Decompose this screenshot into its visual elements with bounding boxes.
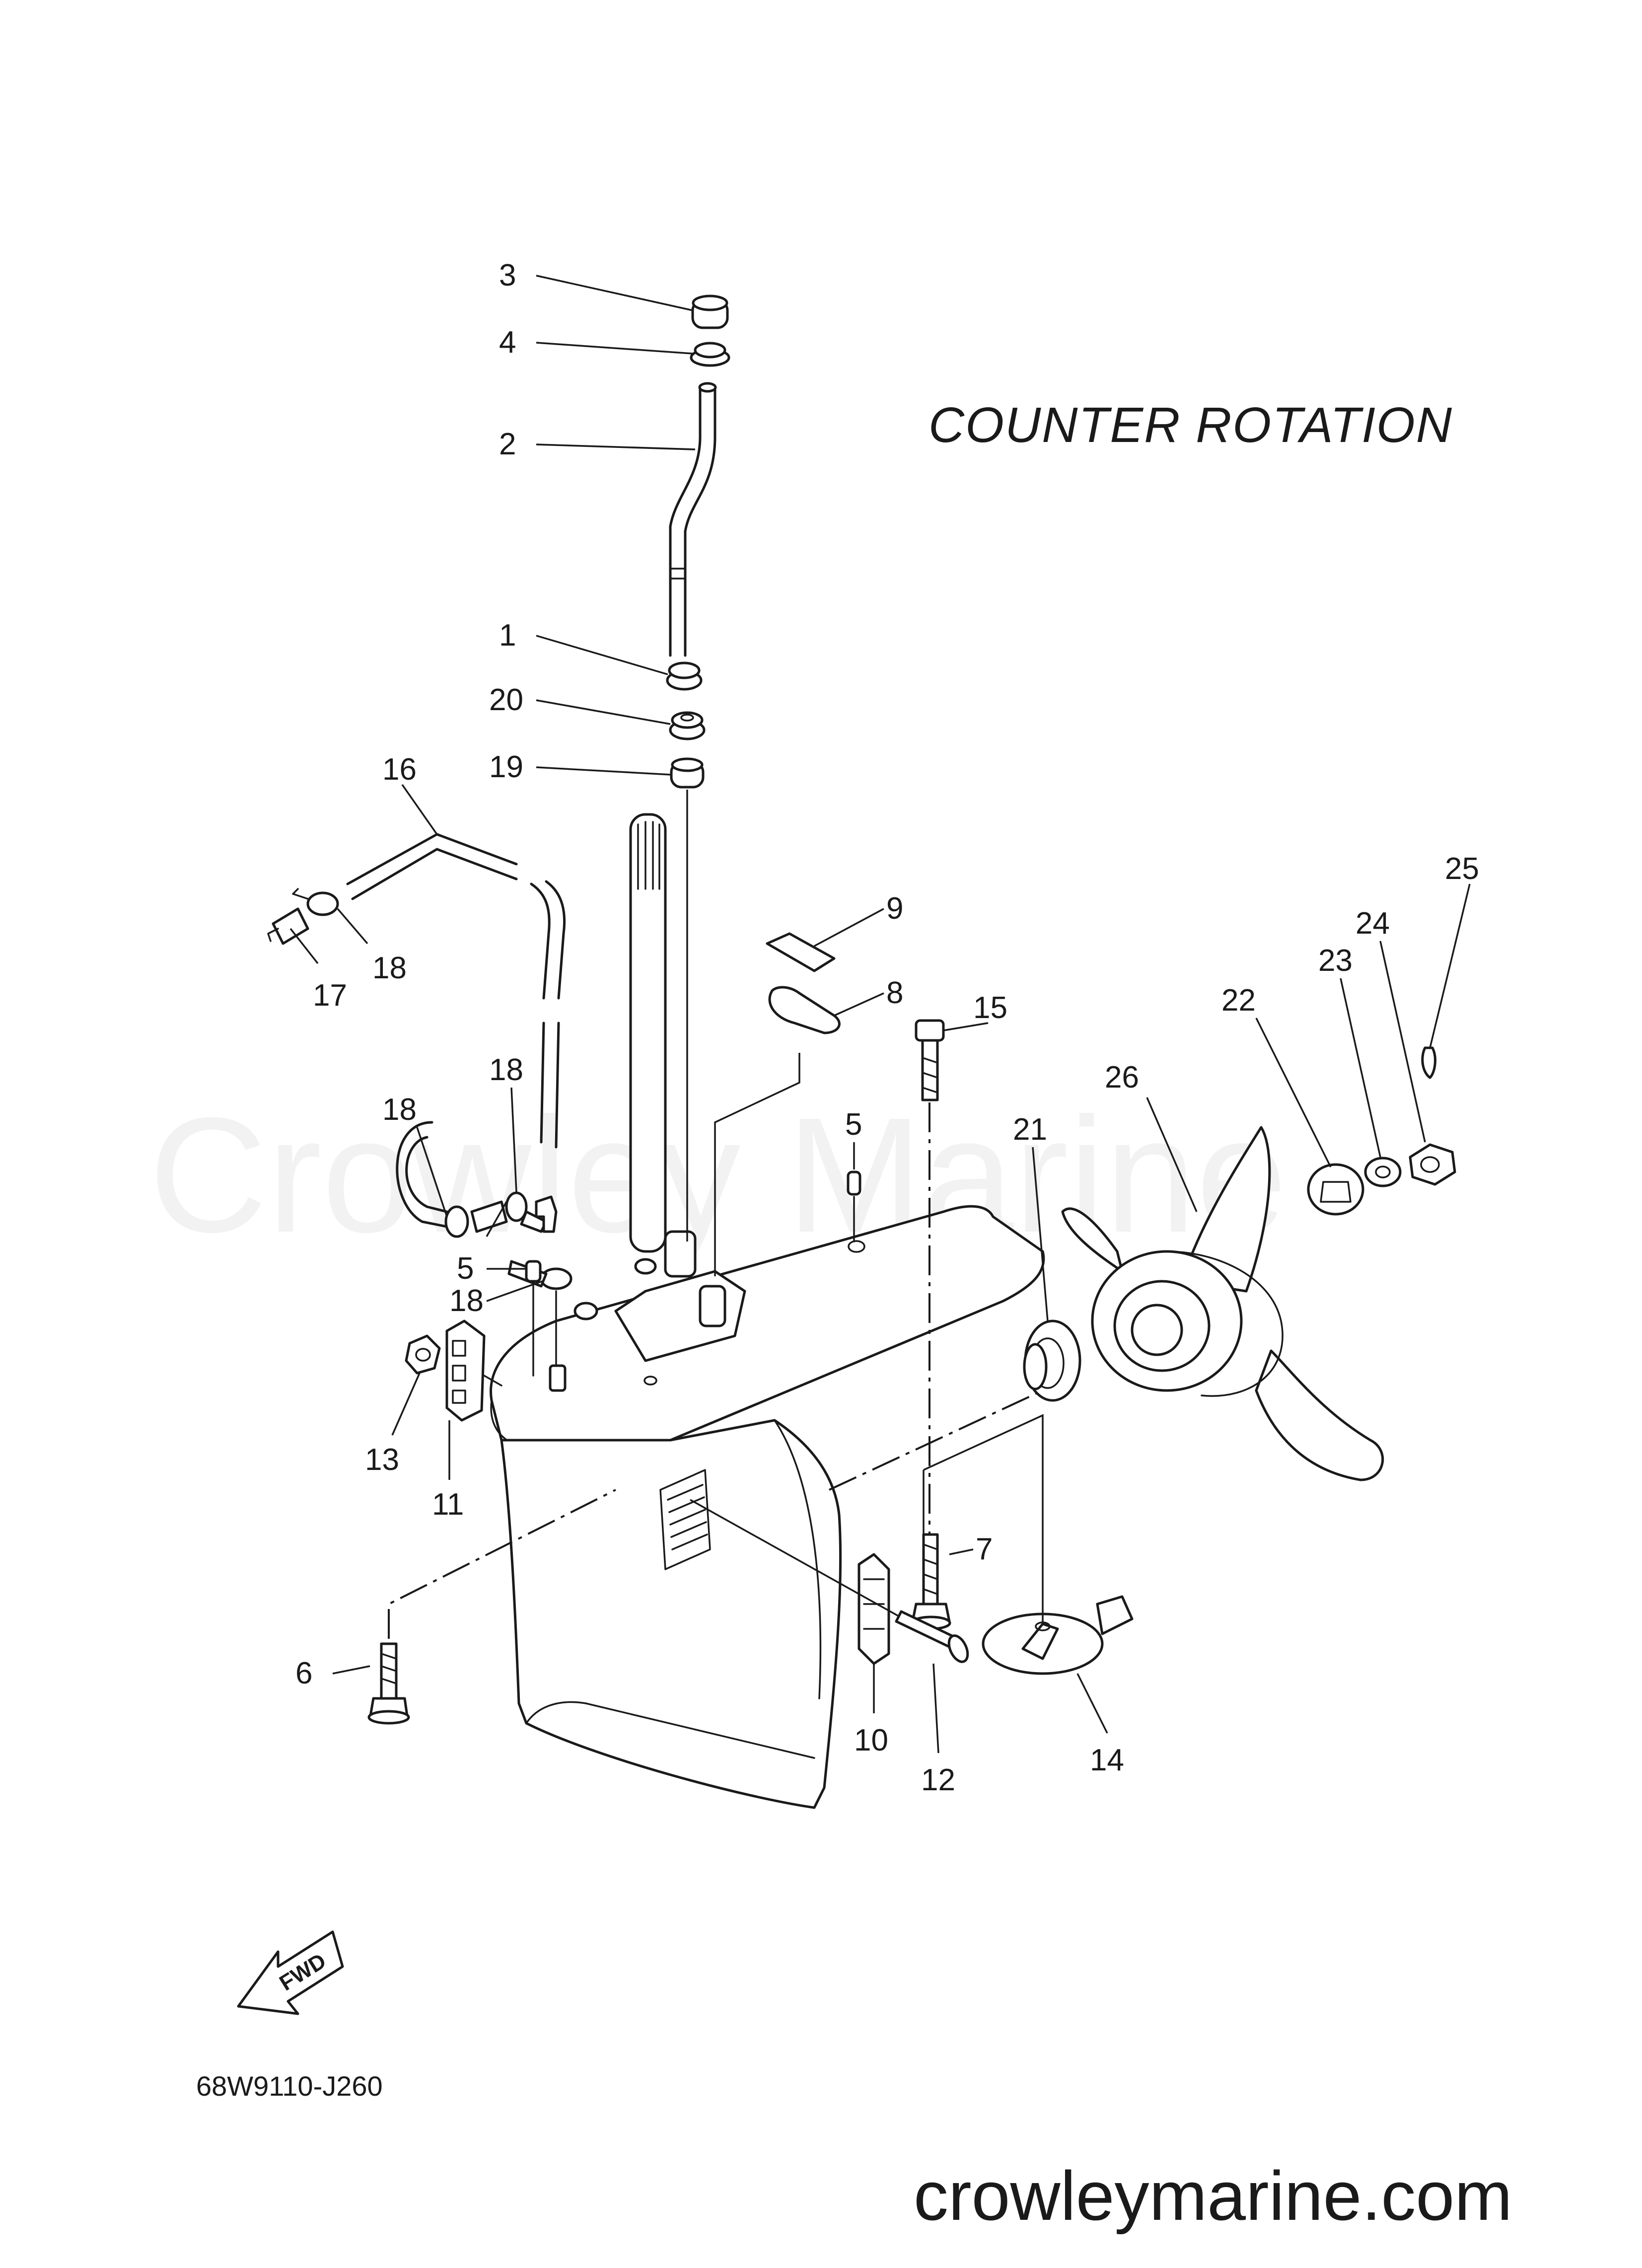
anode-10 <box>857 1553 890 1665</box>
grommet-1 <box>666 661 703 691</box>
grommet-20 <box>669 711 706 740</box>
water-intake-grille <box>659 1469 711 1570</box>
bolt-12 <box>895 1610 969 1663</box>
callout-14: 14 <box>1090 1743 1124 1777</box>
callout-11: 11 <box>432 1487 464 1522</box>
callout-17: 17 <box>313 978 347 1013</box>
seal-8 <box>768 986 841 1034</box>
clamp-18-middle <box>505 1191 548 1233</box>
callout-23: 23 <box>1318 944 1353 978</box>
clamp-18-left <box>444 1200 508 1238</box>
callout-13: 13 <box>365 1443 399 1477</box>
callout-2: 2 <box>499 427 516 461</box>
nut-24 <box>1409 1143 1456 1186</box>
callout-8: 8 <box>886 976 903 1010</box>
callout-15: 15 <box>973 991 1007 1025</box>
drive-shaft <box>629 813 667 1253</box>
water-tube <box>669 382 717 657</box>
diagram-title: COUNTER ROTATION <box>928 397 1453 453</box>
washer-23 <box>1364 1157 1402 1187</box>
callout-5-left: 5 <box>457 1251 474 1286</box>
bolt-7 <box>911 1533 951 1630</box>
callout-18-lower: 18 <box>449 1284 484 1318</box>
callout-24: 24 <box>1356 906 1390 941</box>
callout-21: 21 <box>1013 1112 1047 1147</box>
website-label: crowleymarine.com <box>914 2157 1512 2235</box>
trim-tab-14 <box>982 1595 1134 1675</box>
grommet-19 <box>670 757 705 789</box>
thrust-washer-21 <box>1023 1319 1081 1402</box>
bolt-15 <box>915 1019 945 1101</box>
bracket-11 <box>445 1319 486 1422</box>
dowel-5-right <box>847 1171 861 1196</box>
cotter-pin-25 <box>1421 1046 1436 1079</box>
elbow-fitting <box>535 1195 558 1233</box>
plate-9 <box>766 932 836 972</box>
callout-16: 16 <box>382 752 417 787</box>
dowel-5-left <box>525 1260 542 1283</box>
grommet-4 <box>690 342 730 367</box>
callout-4: 4 <box>499 325 516 360</box>
callout-labels: 3 4 2 1 20 19 16 18 17 9 8 15 5 25 24 23… <box>295 258 1479 1797</box>
callout-10: 10 <box>854 1723 888 1757</box>
callout-12: 12 <box>921 1763 955 1797</box>
callout-18-top: 18 <box>372 951 407 985</box>
callout-18-middle: 18 <box>489 1053 523 1087</box>
callout-5-right: 5 <box>845 1107 862 1142</box>
callout-3: 3 <box>499 258 516 293</box>
callout-19: 19 <box>489 750 523 784</box>
clamp-18-top <box>292 888 339 916</box>
fwd-arrow-icon: FWD <box>237 1930 344 2015</box>
callout-9: 9 <box>886 891 903 926</box>
hose-nipple <box>549 1364 567 1392</box>
callout-20: 20 <box>489 683 523 717</box>
propeller-26 <box>1061 1126 1384 1481</box>
callout-22: 22 <box>1221 983 1256 1018</box>
lower-unit-housing <box>490 1205 1045 1809</box>
leader-lines <box>289 275 1471 1754</box>
grommet-3 <box>691 294 729 329</box>
fitting-17 <box>267 907 309 945</box>
callout-1: 1 <box>499 618 516 653</box>
nut-13 <box>405 1334 441 1375</box>
watermark: Crowley Marine <box>149 1083 1287 1267</box>
callout-26: 26 <box>1105 1060 1139 1095</box>
spacer-22 <box>1307 1163 1364 1216</box>
callout-7: 7 <box>976 1532 993 1566</box>
part-code: 68W9110-J260 <box>196 2070 383 2102</box>
bolt-6 <box>367 1642 410 1725</box>
callout-25: 25 <box>1445 852 1479 886</box>
callout-18-left: 18 <box>382 1093 417 1127</box>
callout-6: 6 <box>295 1656 312 1690</box>
